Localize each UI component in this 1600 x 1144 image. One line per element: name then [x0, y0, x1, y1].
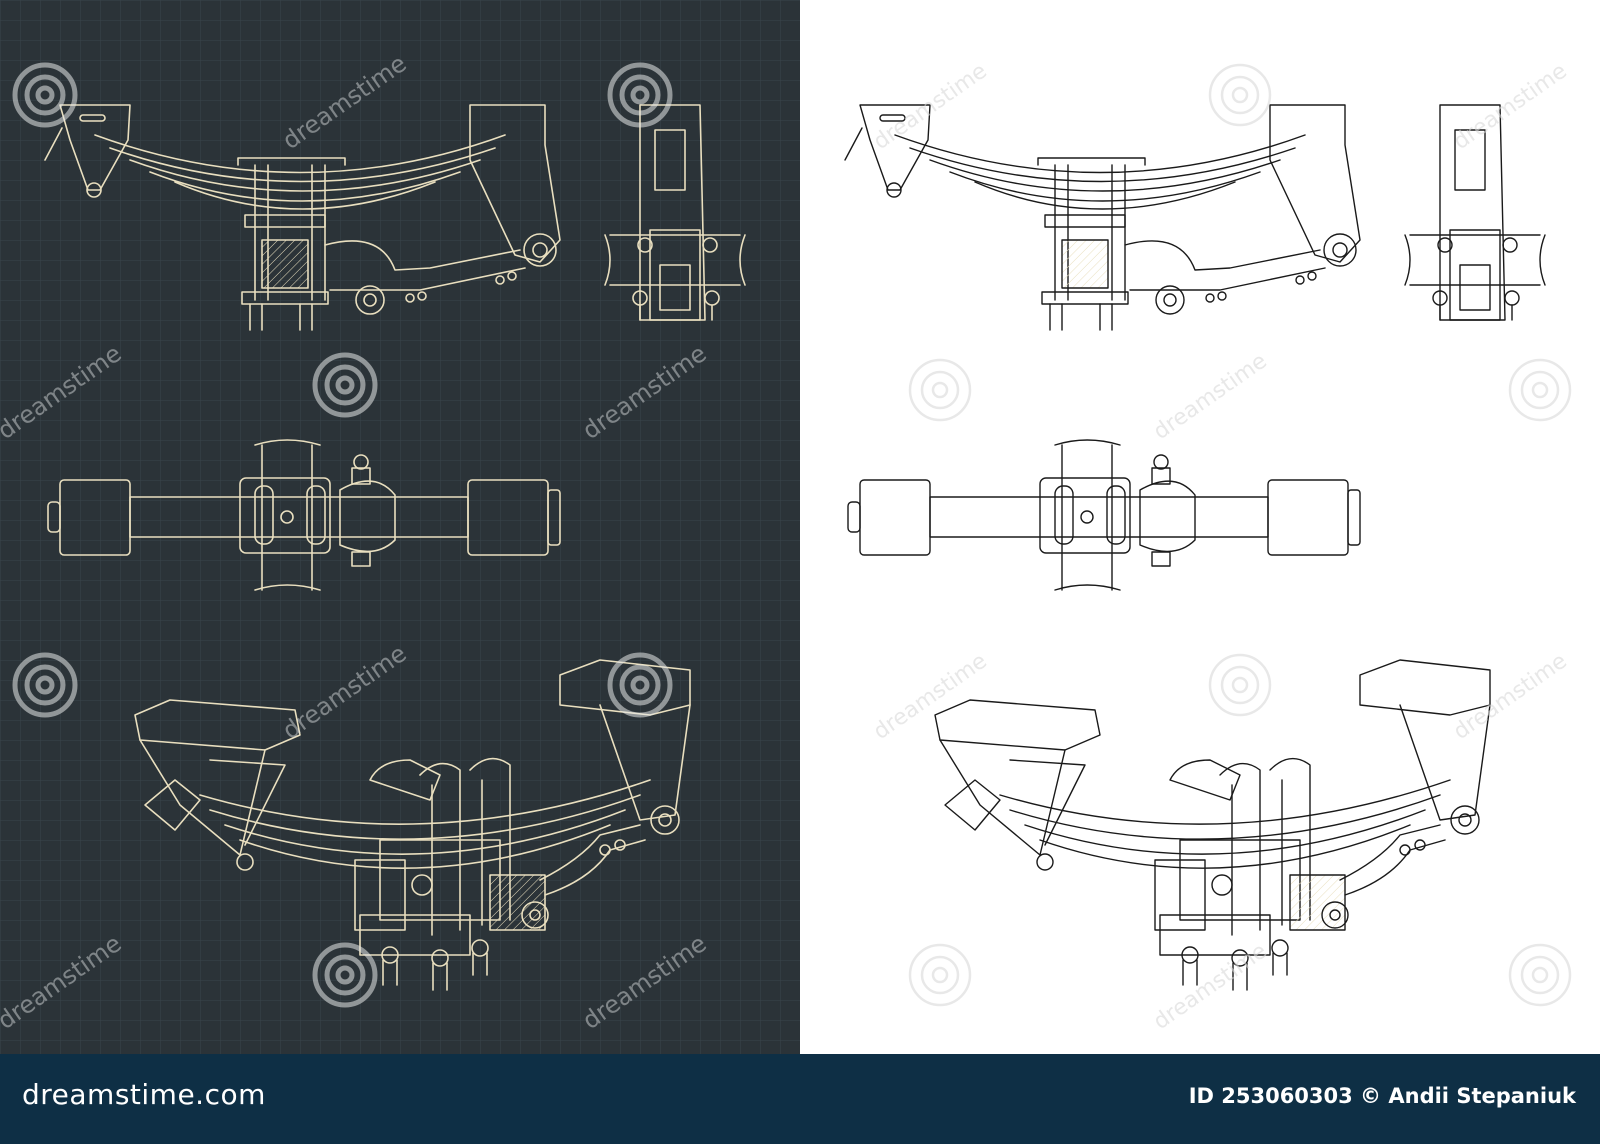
watermark-text: dreamstime [1449, 59, 1572, 155]
spiral-logo-icon [1208, 653, 1272, 717]
blueprint-panel-light: dreamstime dreamstime dreamstime dreamst… [800, 0, 1600, 1054]
spiral-logo-icon [908, 943, 972, 1007]
footer-logo[interactable]: dreamstime.com [22, 1078, 266, 1111]
watermark-text: dreamstime [869, 649, 992, 745]
top-view-drawing [847, 439, 1361, 591]
image-credit: ID 253060303 © Andii Stepaniuk [1188, 1084, 1576, 1108]
watermark-text: dreamstime [1449, 649, 1572, 745]
watermark-text-group: dreamstime dreamstime dreamstime dreamst… [869, 59, 1572, 1035]
watermark-text: dreamstime [1149, 939, 1272, 1035]
spiral-logo-icon [1208, 63, 1272, 127]
footer-bar: dreamstime.com ID 253060303 © Andii Step… [0, 1054, 1600, 1144]
spiral-logo-icon [312, 942, 378, 1008]
watermark-text: dreamstime [869, 59, 992, 155]
spiral-logo-icon [908, 358, 972, 422]
spiral-logo-icon [607, 652, 673, 718]
watermark-group [908, 63, 1572, 1007]
blueprint-panel-dark: dreamstime dreamstime dreamstime dreamst… [0, 0, 800, 1054]
spiral-logo-icon [1508, 358, 1572, 422]
spiral-logo-icon [1508, 943, 1572, 1007]
blueprint-drawing-light: dreamstime dreamstime dreamstime dreamst… [844, 59, 1572, 1035]
spiral-logo-icon [12, 62, 78, 128]
side-view-drawing [844, 104, 1361, 331]
spiral-logo-icon [312, 352, 378, 418]
isometric-view-drawing [934, 659, 1491, 991]
watermark-group [12, 62, 673, 1008]
spiral-logo-icon [12, 652, 78, 718]
blueprint-drawing-dark: dreamstime dreamstime dreamstime dreamst… [0, 0, 800, 1054]
spiral-logo-icon [607, 62, 673, 128]
watermark-text: dreamstime [1149, 349, 1272, 445]
